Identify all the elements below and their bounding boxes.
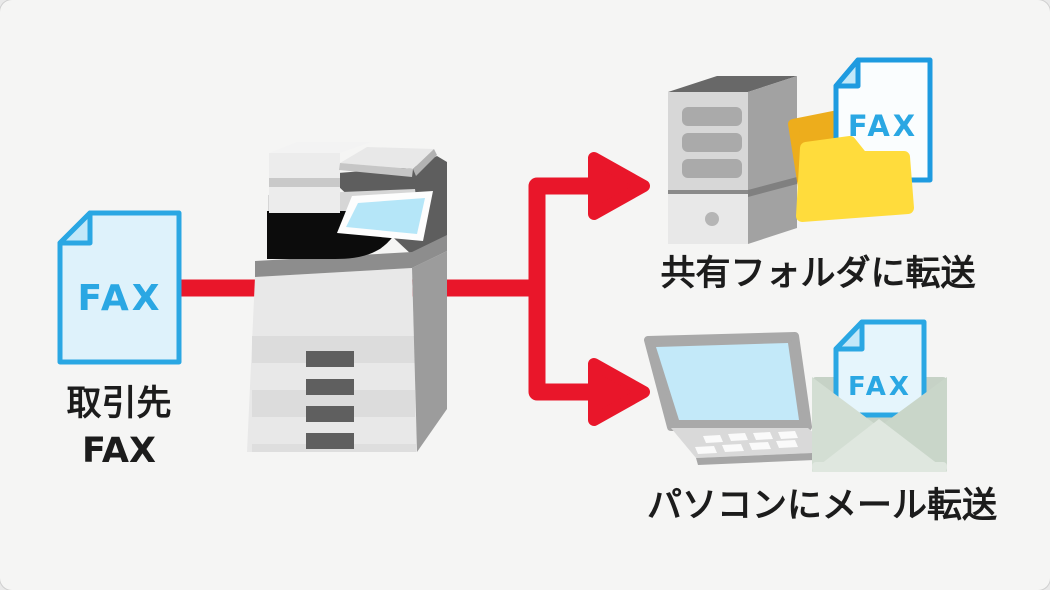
printer-lid-top [269, 142, 371, 153]
printer-feeder-tray [339, 147, 437, 177]
email-pc-caption: パソコンにメール転送 [646, 486, 997, 526]
email-fax-document-icon [833, 319, 927, 418]
server-icon [668, 76, 797, 244]
server-vent-slots [682, 107, 742, 178]
multifunction-printer-icon [247, 142, 447, 452]
folded-corner [833, 319, 865, 352]
folder-doc-label: FAX [847, 109, 919, 143]
folded-corner [833, 57, 861, 89]
folded-corner [57, 210, 93, 246]
envelope-icon [812, 377, 947, 472]
source-caption: 取引先 FAX [39, 381, 199, 475]
printer-touchscreen [346, 198, 425, 234]
server-side [748, 76, 797, 244]
printer-body-side [412, 251, 447, 452]
arrowhead-bottom-icon [588, 358, 650, 426]
shared-folder-caption: 共有フォルダに転送 [660, 254, 976, 294]
source-caption-line1: 取引先 [66, 384, 172, 424]
printer-drawer-handles [306, 351, 354, 449]
laptop-icon [644, 332, 838, 465]
server-top [668, 76, 797, 92]
source-fax-document-icon [57, 210, 182, 365]
laptop-screen [656, 343, 799, 420]
email-doc-label: FAX [848, 372, 912, 402]
arrowhead-top-icon [588, 152, 650, 220]
source-doc-label: FAX [77, 278, 163, 319]
server-power-button [705, 212, 719, 226]
source-caption-line2: FAX [82, 431, 156, 471]
laptop-keys [695, 431, 798, 454]
laptop-base-edge [696, 452, 838, 465]
shared-folder-icon [796, 136, 914, 222]
